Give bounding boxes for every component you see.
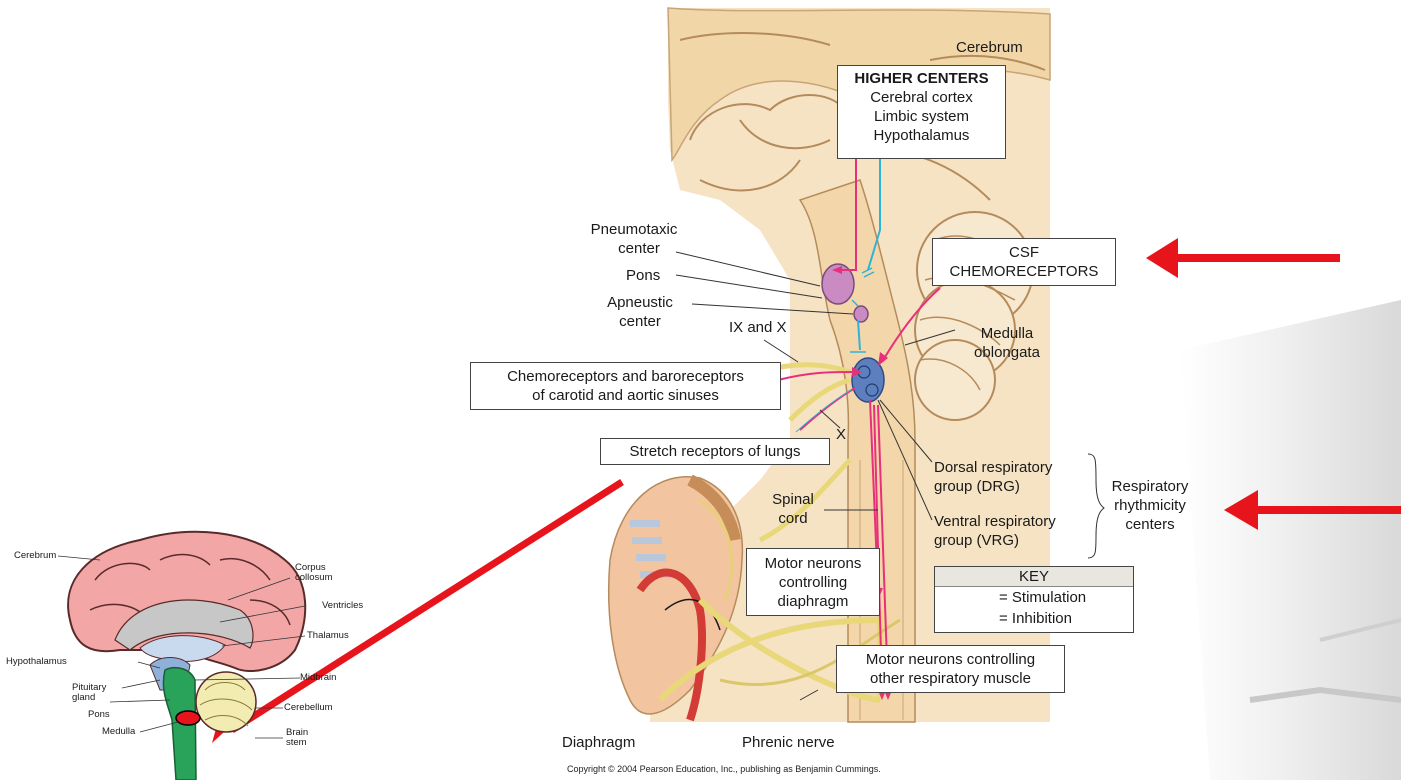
drg-line: Dorsal respiratory (934, 458, 1052, 477)
vrg-label: Ventral respiratory group (VRG) (934, 512, 1056, 550)
higher-centers-item: Hypothalamus (838, 126, 1005, 145)
vrg-line: group (VRG) (934, 531, 1056, 550)
higher-centers-title: HIGHER CENTERS (838, 69, 1005, 88)
rhythmicity-line: rhythmicity (1095, 496, 1205, 515)
small-medulla-label: Medulla (102, 727, 135, 737)
copyright-text: Copyright © 2004 Pearson Education, Inc.… (567, 764, 881, 774)
stretch-receptors-text: Stretch receptors of lungs (601, 442, 829, 461)
apneustic-line: center (590, 312, 690, 331)
apneustic-center (854, 306, 868, 322)
small-cerebellum-label: Cerebellum (284, 703, 333, 713)
stretch-receptors-box: Stretch receptors of lungs (600, 438, 830, 465)
chemoreceptors-box: Chemoreceptors and baroreceptors of caro… (470, 362, 781, 410)
higher-centers-box: HIGHER CENTERS Cerebral cortex Limbic sy… (837, 65, 1006, 159)
rhythmicity-line: Respiratory (1095, 477, 1205, 496)
spinal-cord-line: Spinal (758, 490, 828, 509)
x-nerve-label: X (836, 425, 846, 444)
ix-and-x-label: IX and X (729, 318, 787, 337)
pons-label: Pons (626, 266, 660, 285)
motor-other-line: other respiratory muscle (837, 669, 1064, 688)
small-ventricles-label: Ventricles (322, 601, 363, 611)
background-photo (1180, 300, 1401, 780)
apneustic-line: Apneustic (590, 293, 690, 312)
chemoreceptors-line: Chemoreceptors and baroreceptors (471, 367, 780, 386)
key-stimulation: = Stimulation (999, 588, 1086, 607)
motor-other-line: Motor neurons controlling (837, 650, 1064, 669)
motor-diaphragm-line: controlling (747, 573, 879, 592)
higher-centers-item: Limbic system (838, 107, 1005, 126)
spinal-cord-label: Spinal cord (758, 490, 828, 528)
small-brain (58, 532, 305, 780)
small-brain-stem-label: Brain stem (286, 728, 308, 748)
spinal-cord-line: cord (758, 509, 828, 528)
small-hypothalamus-label: Hypothalamus (6, 657, 67, 667)
key-title: KEY (935, 567, 1133, 587)
medulla-line: Medulla (952, 324, 1062, 343)
pneumotaxic-line: Pneumotaxic (584, 220, 684, 239)
vrg-line: Ventral respiratory (934, 512, 1056, 531)
apneustic-label: Apneustic center (590, 293, 690, 331)
diaphragm-label: Diaphragm (562, 733, 635, 752)
drg-label: Dorsal respiratory group (DRG) (934, 458, 1052, 496)
pneumotaxic-label: Pneumotaxic center (584, 220, 684, 258)
chemoreceptors-line: of carotid and aortic sinuses (471, 386, 780, 405)
higher-centers-item: Cerebral cortex (838, 88, 1005, 107)
small-corpus-line: collosum (295, 573, 333, 583)
motor-diaphragm-line: Motor neurons (747, 554, 879, 573)
csf-line: CHEMORECEPTORS (933, 262, 1115, 281)
motor-neurons-other-box: Motor neurons controlling other respirat… (836, 645, 1065, 693)
small-pons-label: Pons (88, 710, 110, 720)
motor-neurons-diaphragm-box: Motor neurons controlling diaphragm (746, 548, 880, 616)
rhythmicity-label: Respiratory rhythmicity centers (1095, 477, 1205, 534)
key-inhibition: = Inhibition (999, 609, 1072, 628)
small-corpus-label: Corpus collosum (295, 563, 333, 583)
medulla-label: Medulla oblongata (952, 324, 1062, 362)
csf-chemoreceptors-box: CSF CHEMORECEPTORS (932, 238, 1116, 286)
small-brain-stem-line: stem (286, 738, 308, 748)
small-midbrain-label: Midbrain (300, 673, 336, 683)
cerebrum-label: Cerebrum (956, 38, 1023, 57)
drg-line: group (DRG) (934, 477, 1052, 496)
csf-line: CSF (933, 243, 1115, 262)
small-thalamus-label: Thalamus (307, 631, 349, 641)
rhythmicity-line: centers (1095, 515, 1205, 534)
pneumotaxic-line: center (584, 239, 684, 258)
small-cerebrum-label: Cerebrum (14, 551, 56, 561)
motor-diaphragm-line: diaphragm (747, 592, 879, 611)
small-pituitary-line: gland (72, 693, 106, 703)
small-pituitary-label: Pituitary gland (72, 683, 106, 703)
key-legend: KEY = Stimulation = Inhibition (934, 566, 1134, 633)
medulla-line: oblongata (952, 343, 1062, 362)
phrenic-nerve-label: Phrenic nerve (742, 733, 835, 752)
